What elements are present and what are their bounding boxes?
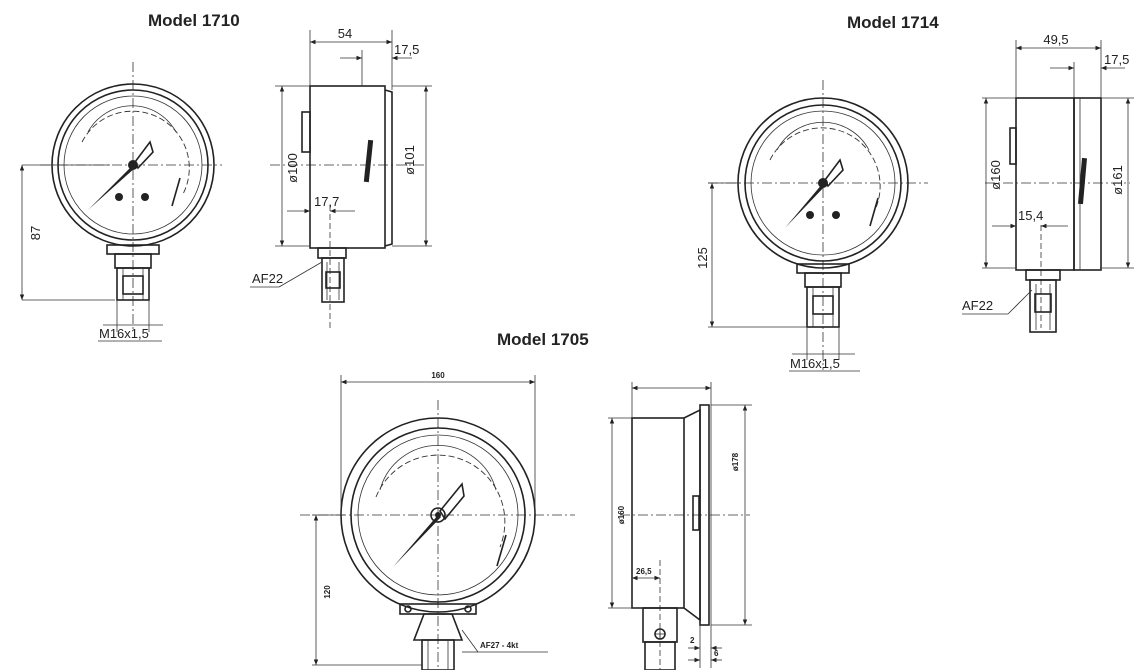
- model-1710-thread-dim: M16x1,5: [99, 326, 149, 341]
- model-1710-wrench-dim: AF22: [252, 271, 283, 286]
- model-1705-case-dia-dim: ø160: [617, 505, 626, 524]
- model-1710-side-view: 54 17,5 ø100 ø101 17,7 AF22: [250, 26, 432, 330]
- model-1710-front-view: 87 M16x1,5: [19, 62, 222, 342]
- model-1714-height-dim: 125: [695, 247, 710, 269]
- model-1714-drawing: Model 1714 125: [695, 13, 1134, 372]
- model-1705-height-dim: 120: [323, 585, 332, 599]
- model-1710-bezel-dia-dim: ø101: [402, 145, 417, 175]
- model-1714-case-dia-dim: ø160: [988, 160, 1003, 190]
- model-1705-gap-b-dim: 6: [714, 649, 719, 658]
- model-1710-front-offset-dim: 17,5: [394, 42, 419, 57]
- model-1714-wrench-dim: AF22: [962, 298, 993, 313]
- model-1705-conn-offset-dim: 26,5: [636, 567, 652, 576]
- model-1714-conn-offset-dim: 15,4: [1018, 208, 1043, 223]
- model-1710-title: Model 1710: [148, 11, 240, 30]
- model-1714-bezel-dia-dim: ø161: [1110, 165, 1125, 195]
- model-1705-drawing: Model 1705 160: [300, 330, 752, 670]
- model-1710-height-dim: 87: [28, 226, 43, 240]
- model-1705-front-view: 160 120 AF27 - 4kt: [300, 371, 575, 670]
- model-1705-width-dim: 160: [431, 371, 445, 380]
- model-1705-title: Model 1705: [497, 330, 589, 349]
- model-1710-drawing: Model 1710 87: [19, 11, 432, 342]
- model-1705-gap-a-dim: 2: [690, 636, 695, 645]
- model-1705-side-view: ø160 ø178 26,5 2 6: [608, 382, 752, 670]
- model-1705-bezel-dia-dim: ø178: [731, 452, 740, 471]
- model-1714-side-view: 49,5 17,5 ø160 ø161 15,4 AF22: [962, 32, 1134, 333]
- model-1710-conn-offset-dim: 17,7: [314, 194, 339, 209]
- model-1705-wrench-dim: AF27 - 4kt: [480, 641, 519, 650]
- model-1714-thread-dim: M16x1,5: [790, 356, 840, 371]
- model-1714-depth-dim: 49,5: [1043, 32, 1068, 47]
- model-1710-case-dia-dim: ø100: [285, 153, 300, 183]
- model-1714-front-offset-dim: 17,5: [1104, 52, 1129, 67]
- model-1714-front-view: 125 M16x1,5: [695, 80, 928, 372]
- model-1714-title: Model 1714: [847, 13, 939, 32]
- model-1710-depth-dim: 54: [338, 26, 352, 41]
